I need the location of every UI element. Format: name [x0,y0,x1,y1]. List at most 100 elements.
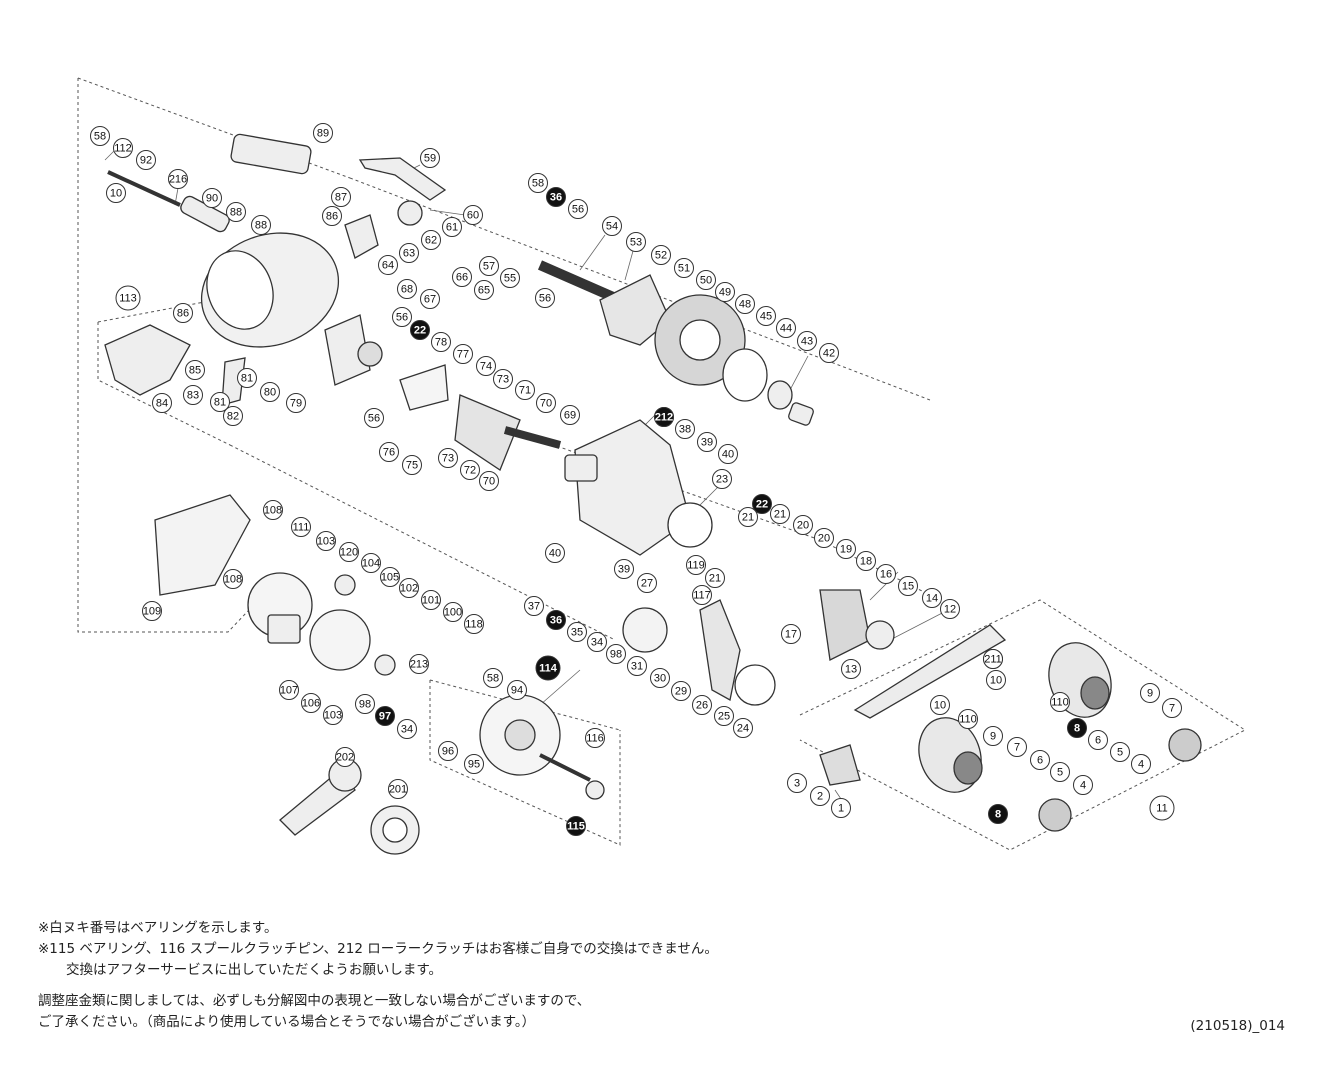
note-washers-cont: ご了承ください。（商品により使用している場合とそうでない場合がございます。） [38,1014,536,1030]
part-number-label: 49 [719,287,731,299]
part-label-circle [500,268,520,288]
part-label-circle [671,681,691,701]
part-label-circle [251,215,271,235]
part-number-label: 22 [756,499,768,511]
part-label-circle [474,280,494,300]
part-label-circle [841,659,861,679]
part-number-label: 15 [902,581,914,593]
part-number-label: 2 [817,791,823,803]
part-label-circle [536,393,556,413]
part-number-label: 113 [119,293,137,305]
part-label-circle [715,282,735,302]
part-label-circle [453,344,473,364]
part-number-label: 14 [926,593,938,605]
part-number-label: 12 [944,604,956,616]
part-number-label: 96 [442,746,454,758]
part-number-label: 37 [528,601,540,613]
part-label-circle [602,216,622,236]
part-number-label: 202 [336,752,354,764]
part-number-label: 9 [1147,688,1153,700]
part-label-circle [819,343,839,363]
part-number-label: 59 [424,153,436,165]
part-number-label: 94 [511,685,523,697]
part-number-label: 84 [156,398,168,410]
part-label-circle [106,183,126,203]
part-number-label: 44 [780,323,792,335]
part-label-circle [735,294,755,314]
part-number-label: 21 [709,573,721,585]
part-label-circle [535,288,555,308]
part-label-circle [566,816,586,836]
part-number-label: 63 [403,248,415,260]
part-shapes [104,133,1202,855]
part-label-circle [1131,754,1151,774]
part-label-circle [185,360,205,380]
part-label-circle [379,442,399,462]
part-number-label: 39 [618,564,630,576]
part-number-label: 87 [335,192,347,204]
part-number-label: 34 [591,637,603,649]
part-number-label: 5 [1117,747,1123,759]
part-number-label: 55 [504,273,516,285]
part-label-circle [988,804,1008,824]
part-number-label: 77 [457,349,469,361]
part-number-label: 8 [995,809,1001,821]
part-label-circle [718,444,738,464]
part-label-circle [420,289,440,309]
part-label-circle [316,531,336,551]
part-number-label: 48 [739,299,751,311]
part-label-circle [568,199,588,219]
part-label-circle [210,392,230,412]
part-label-circle [452,267,472,287]
part-label-circle [983,649,1003,669]
part-label-circle [313,123,333,143]
part-number-label: 201 [389,784,407,796]
part-number-label: 115 [567,821,585,833]
part-label-circle [567,622,587,642]
part-label-circle [650,668,670,688]
part-label-circle [983,726,1003,746]
part-number-label: 56 [368,413,380,425]
part-number-label: 117 [693,590,711,602]
part-number-label: 56 [572,204,584,216]
part-number-label: 107 [280,685,298,697]
part-label-circle [410,320,430,340]
part-number-label: 3 [794,778,800,790]
part-label-circle [1088,730,1108,750]
part-label-circle [476,356,496,376]
part-label-circle [335,747,355,767]
part-label-circle [810,786,830,806]
part-label-circle [493,369,513,389]
part-number-label: 83 [187,390,199,402]
part-label-circle [836,539,856,559]
part-number-label: 16 [880,569,892,581]
part-label-circle [515,380,535,400]
part-label-circle [463,205,483,225]
part-number-label: 75 [406,460,418,472]
part-number-label: 36 [550,192,562,204]
part-number-label: 108 [264,505,282,517]
part-number-label: 25 [718,711,730,723]
part-number-label: 34 [401,724,413,736]
part-number-label: 11 [1156,803,1167,815]
part-label-circle [361,553,381,573]
part-label-circle [136,150,156,170]
part-label-circle [1162,698,1182,718]
part-number-label: 110 [1051,697,1069,709]
part-number-label: 4 [1138,759,1144,771]
part-number-label: 212 [655,412,673,424]
part-number-label: 213 [410,659,428,671]
part-number-label: 20 [818,533,830,545]
note-bearing: ※白ヌキ番号はベアリングを示します。 [38,920,278,936]
part-label-circle [876,564,896,584]
part-number-label: 35 [571,627,583,639]
part-label-circle [705,568,725,588]
part-label-circle [202,188,222,208]
part-label-circle [237,368,257,388]
part-number-label: 85 [189,365,201,377]
part-number-label: 56 [539,293,551,305]
part-number-label: 31 [631,661,643,673]
part-number-label: 30 [654,673,666,685]
